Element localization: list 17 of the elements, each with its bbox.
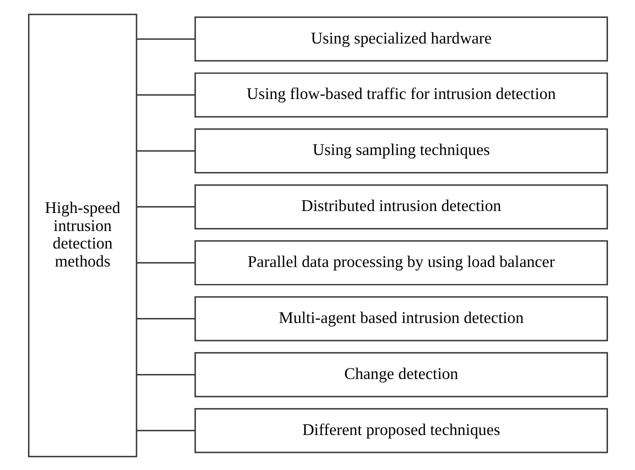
node-box: Different proposed techniques xyxy=(194,408,608,453)
node-box: Distributed intrusion detection xyxy=(194,184,608,229)
node-box: Using sampling techniques xyxy=(194,128,608,173)
connector xyxy=(136,374,194,375)
node-box: Multi-agent based intrusion detection xyxy=(194,296,608,341)
connector xyxy=(136,206,194,208)
node-box: Change detection xyxy=(194,352,608,397)
node-box: Using flow-based traffic for intrusion detection xyxy=(194,72,608,117)
connector xyxy=(136,38,194,40)
node-box: High-speed intrusion detection methods xyxy=(28,13,137,457)
node-box: Parallel data processing by using load balancer xyxy=(194,240,608,285)
connector xyxy=(136,262,194,263)
connector xyxy=(136,150,194,152)
connector xyxy=(136,318,194,319)
connector xyxy=(136,429,194,431)
node-box: Using specialized hardware xyxy=(194,16,608,62)
connector xyxy=(136,94,194,96)
